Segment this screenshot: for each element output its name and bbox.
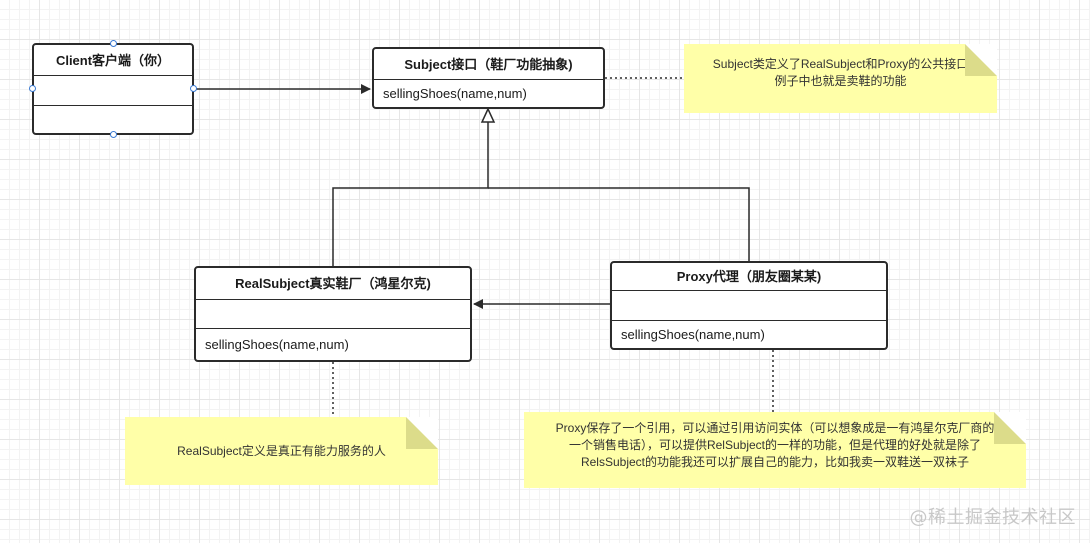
realsubject-note-text: RealSubject定义是真正有能力服务的人 bbox=[177, 443, 386, 458]
client-class-methods bbox=[34, 106, 192, 133]
realsubject-class-title: RealSubject真实鞋厂（鸿星尔克) bbox=[196, 268, 470, 300]
proxy-method: sellingShoes(name,num) bbox=[621, 327, 765, 342]
realsubject-class[interactable]: RealSubject真实鞋厂（鸿星尔克) sellingShoes(name,… bbox=[194, 266, 472, 362]
resize-handle-top[interactable] bbox=[110, 40, 117, 47]
proxy-note[interactable]: Proxy保存了一个引用，可以通过引用访问实体（可以想象成是一有鸿星尔克厂商的 … bbox=[524, 412, 1026, 488]
proxy-generalization-line[interactable] bbox=[488, 187, 750, 261]
note-fold-corner bbox=[406, 417, 438, 449]
subject-note[interactable]: Subject类定义了RealSubject和Proxy的公共接口 例子中也就是… bbox=[684, 44, 997, 113]
client-class[interactable]: Client客户端（你） bbox=[32, 43, 194, 135]
generalization-triangle bbox=[480, 107, 496, 123]
resize-handle-bottom[interactable] bbox=[110, 131, 117, 138]
proxy-note-line: Proxy保存了一个引用，可以通过引用访问实体（可以想象成是一有鸿星尔克厂商的 bbox=[555, 420, 995, 435]
note-fold-corner bbox=[965, 44, 997, 76]
proxy-class-title: Proxy代理（朋友圈某某) bbox=[612, 263, 886, 291]
client-class-attributes bbox=[34, 76, 192, 106]
realsubject-generalization-line[interactable] bbox=[332, 122, 489, 266]
subject-note-line: Subject类定义了RealSubject和Proxy的公共接口 bbox=[712, 56, 969, 71]
subject-class[interactable]: Subject接口（鞋厂功能抽象) sellingShoes(name,num) bbox=[372, 47, 605, 109]
subject-class-title: Subject接口（鞋厂功能抽象) bbox=[374, 49, 603, 80]
realsubject-method: sellingShoes(name,num) bbox=[205, 337, 349, 352]
subject-method: sellingShoes(name,num) bbox=[383, 86, 527, 101]
note-fold-corner bbox=[994, 412, 1026, 444]
proxy-note-line: RelsSubject的功能我还可以扩展自己的能力，比如我卖一双鞋送一双袜子 bbox=[580, 454, 970, 469]
resize-handle-left[interactable] bbox=[29, 85, 36, 92]
proxy-note-line: 一个销售电话），可以提供RelSubject的一样的功能，但是代理的好处就是除了 bbox=[568, 437, 982, 452]
proxy-class[interactable]: Proxy代理（朋友圈某某) sellingShoes(name,num) bbox=[610, 261, 888, 350]
subject-note-line: 例子中也就是卖鞋的功能 bbox=[774, 73, 907, 88]
resize-handle-right[interactable] bbox=[190, 85, 197, 92]
client-class-title: Client客户端（你） bbox=[34, 45, 192, 76]
proxy-class-attributes bbox=[612, 291, 886, 321]
realsubject-note[interactable]: RealSubject定义是真正有能力服务的人 bbox=[125, 417, 438, 485]
watermark: @稀土掘金技术社区 bbox=[909, 507, 1076, 528]
realsubject-class-attributes bbox=[196, 300, 470, 329]
